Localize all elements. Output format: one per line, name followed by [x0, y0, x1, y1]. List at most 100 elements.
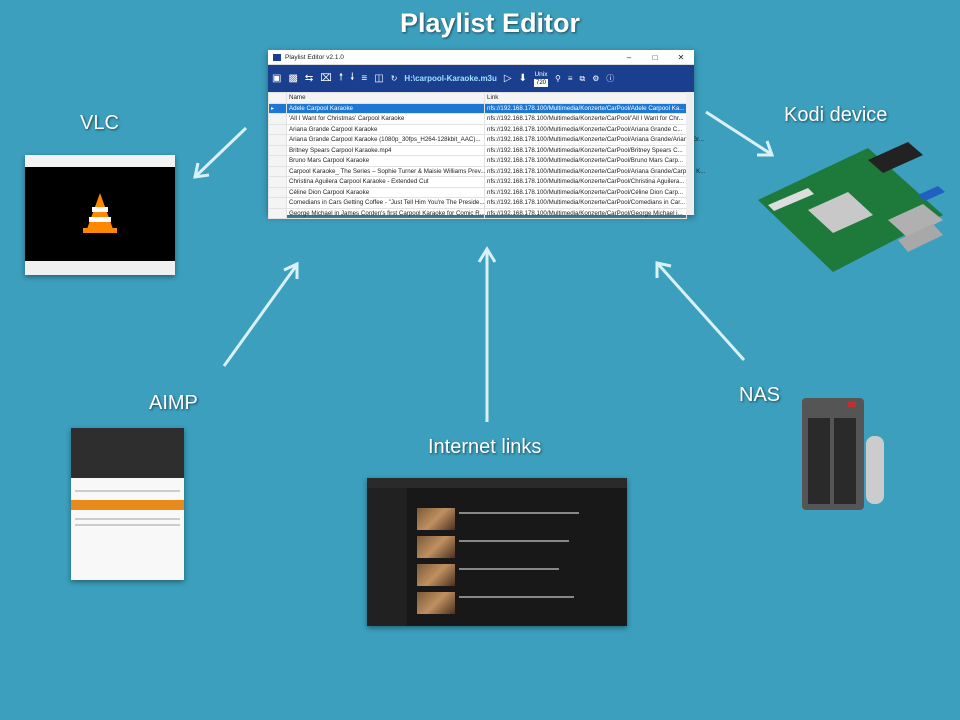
arrow-to-kodi [705, 110, 772, 156]
row-name[interactable]: Adele Carpool Karaoke [286, 102, 485, 114]
row-link[interactable]: nfs://192.168.178.100/Multimedia/Konzert… [484, 134, 704, 146]
row-name[interactable]: George Michael in James Corden's first C… [286, 207, 485, 219]
row-name[interactable]: Bruno Mars Carpool Karaoke [286, 155, 485, 167]
yt-video-thumbnail [417, 564, 455, 586]
arrow-from-aimp [222, 265, 298, 367]
diagram-title: Playlist Editor [400, 8, 581, 38]
label-nas: NAS [739, 384, 781, 406]
arrow-from-nas [656, 262, 746, 362]
check-list-icon[interactable]: ≡ [567, 74, 573, 83]
row-name[interactable]: Ariana Grande Carpool Karaoke (1080p_30f… [286, 134, 485, 146]
table-row[interactable]: Carpool Karaoke_ The Series – Sophie Tur… [268, 165, 705, 177]
label-kodi: Kodi device [784, 104, 888, 126]
header-indicator [268, 92, 287, 104]
row-indicator [268, 207, 287, 219]
yt-video-title [459, 596, 574, 598]
aimp-list-line [75, 490, 180, 492]
copy-icon[interactable]: ⧉ [579, 73, 586, 83]
row-link[interactable]: nfs://192.168.178.100/Multimedia/Konzert… [484, 165, 705, 177]
vertical-scrollbar[interactable] [686, 92, 694, 215]
file-path: H:\carpool-Karaoke.m3u [404, 74, 497, 83]
settings-icon[interactable]: ⚙ [592, 74, 600, 83]
add-list-icon[interactable]: ≡ [361, 73, 368, 84]
row-name[interactable]: 'All I Want for Christmas' Carpool Karao… [286, 113, 485, 125]
table-row[interactable]: Christina Aguilera Carpool Karaoke - Ext… [268, 176, 687, 188]
shuffle-icon[interactable]: ⇆ [304, 73, 314, 84]
window-title: Playlist Editor v2.1.0 [285, 53, 344, 61]
table-header: Name Link [268, 92, 687, 104]
vlc-controls [25, 261, 175, 275]
row-name[interactable]: Carpool Karaoke_ The Series – Sophie Tur… [286, 165, 485, 177]
row-link[interactable]: nfs://192.168.178.100/Multimedia/Konzert… [484, 186, 687, 198]
row-name[interactable]: Ariana Grande Carpool Karaoke [286, 123, 485, 135]
yt-topbar [367, 478, 627, 488]
yt-video-thumbnail [417, 508, 455, 530]
move-down-icon[interactable]: 🠗 [350, 72, 355, 83]
close-icon[interactable]: ✕ [677, 52, 685, 62]
toolbar: ▣ ▩ ⇆ ⌧ 🠕 🠗 ≡ ◫ ↻ H:\carpool-Karaoke.m3u… [268, 65, 694, 92]
row-link[interactable]: nfs://192.168.178.100/Multimedia/Konzert… [484, 176, 687, 188]
row-link[interactable]: nfs://192.168.178.100/Multimedia/Konzert… [484, 207, 687, 219]
nas-image [802, 398, 884, 510]
play-icon[interactable]: ▷ [503, 73, 512, 84]
table-row[interactable]: 'All I Want for Christmas' Carpool Karao… [268, 113, 687, 125]
trash-icon[interactable]: ◫ [374, 73, 384, 84]
row-link[interactable]: nfs://192.168.178.100/Multimedia/Konzert… [484, 197, 687, 209]
aimp-selected-track [71, 500, 184, 510]
row-indicator [268, 197, 287, 209]
row-name[interactable]: Christina Aguilera Carpool Karaoke - Ext… [286, 176, 485, 188]
resolution-select[interactable]: 720 [533, 78, 548, 87]
row-indicator [268, 134, 287, 146]
yt-sidebar [367, 488, 407, 626]
save-icon[interactable]: ▩ [288, 73, 298, 84]
yt-video-thumbnail [417, 536, 455, 558]
row-name[interactable]: Comedians in Cars Getting Coffee - "Just… [286, 197, 485, 209]
label-internet-links: Internet links [428, 436, 542, 458]
aimp-player-panel [71, 428, 184, 478]
arrowhead-aimp [283, 261, 299, 279]
row-link[interactable]: nfs://192.168.178.100/Multimedia/Konzert… [484, 113, 687, 125]
unix-label: Unix [534, 70, 548, 78]
row-indicator: ▸ [268, 102, 287, 114]
delete-icon[interactable]: ⌧ [320, 73, 332, 84]
yt-video-title [459, 540, 569, 542]
table-row[interactable]: George Michael in James Corden's first C… [268, 207, 687, 219]
arrowhead-kodi [757, 140, 775, 157]
maximize-icon[interactable]: □ [652, 52, 658, 62]
column-header-link[interactable]: Link [484, 92, 687, 104]
label-aimp: AIMP [149, 392, 198, 414]
aimp-list-line [75, 518, 180, 520]
minimize-icon[interactable]: – [626, 52, 632, 62]
row-indicator [268, 123, 287, 135]
vlc-screenshot [25, 155, 175, 275]
row-name[interactable]: Céline Dion Carpool Karaoke [286, 186, 485, 198]
table-row[interactable]: Comedians in Cars Getting Coffee - "Just… [268, 197, 687, 209]
row-indicator [268, 176, 287, 188]
vlc-menubar [25, 155, 175, 167]
row-link[interactable]: nfs://192.168.178.100/Multimedia/Konzert… [484, 155, 687, 167]
info-icon[interactable]: ⓘ [606, 74, 615, 83]
open-icon[interactable]: ▣ [272, 73, 282, 84]
row-name[interactable]: Britney Spears Carpool Karaoke.mp4 [286, 144, 485, 156]
raspberry-pi-image [758, 142, 945, 272]
arrowhead-nas [655, 261, 672, 278]
row-link[interactable]: nfs://192.168.178.100/Multimedia/Konzert… [484, 144, 687, 156]
move-up-icon[interactable]: 🠕 [338, 72, 344, 83]
row-indicator [268, 113, 287, 125]
reload-icon[interactable]: ↻ [390, 74, 398, 83]
download-icon[interactable]: ⬇ [518, 73, 527, 84]
row-indicator [268, 155, 287, 167]
row-indicator [268, 186, 287, 198]
search-icon[interactable]: ⚲ [555, 74, 561, 83]
row-link[interactable]: nfs://192.168.178.100/Multimedia/Konzert… [484, 102, 687, 114]
table-row[interactable]: Ariana Grande Carpool Karaoke (1080p_30f… [268, 134, 704, 146]
row-link[interactable]: nfs://192.168.178.100/Multimedia/Konzert… [484, 123, 687, 135]
vlc-cone-icon [83, 193, 117, 233]
column-header-name[interactable]: Name [286, 92, 485, 104]
